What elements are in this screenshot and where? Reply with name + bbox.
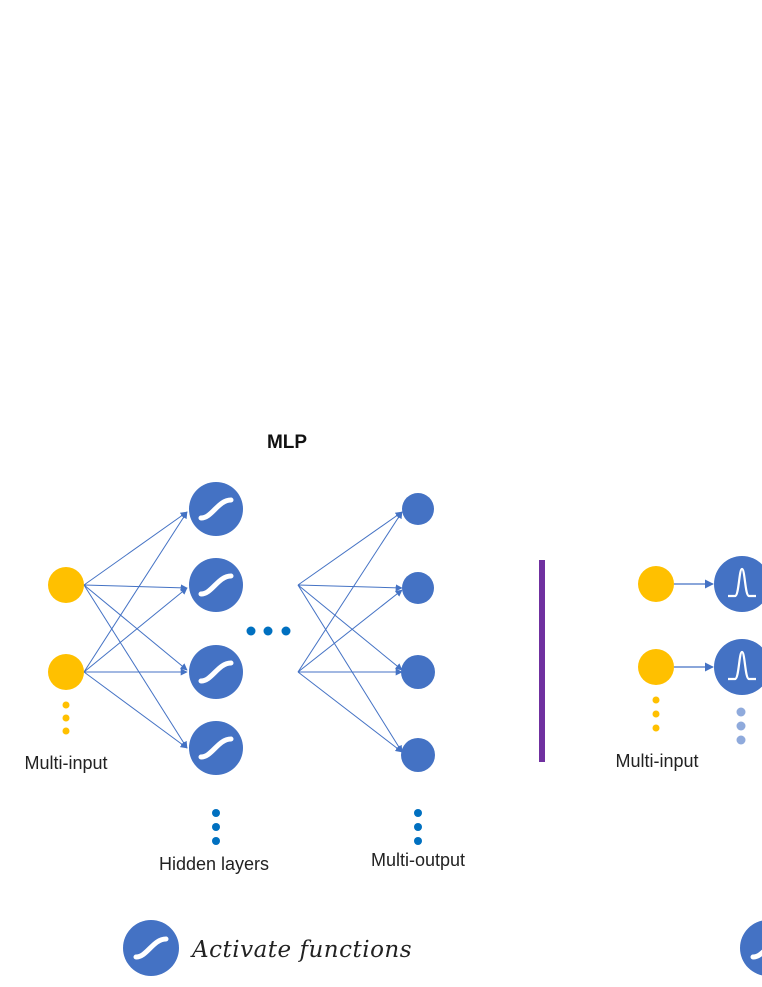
hidden-ellipsis-dot — [212, 823, 220, 831]
rbf-input-node — [638, 649, 674, 685]
rbf-input-label: Multi-input — [615, 751, 698, 771]
input-ellipsis-dot — [62, 727, 70, 735]
activate-functions-label: Activate functions — [190, 937, 412, 963]
mlp-edges-input-hidden — [83, 511, 188, 749]
rbf-hidden-node — [714, 556, 762, 612]
input-ellipsis-dot — [652, 696, 660, 704]
hidden-node — [189, 558, 243, 612]
mlp-hidden-layer — [189, 482, 243, 845]
legend-activate: Activate functions — [123, 920, 412, 976]
rbf-hidden-node — [714, 639, 762, 695]
hidden-ellipsis-dot — [212, 809, 220, 817]
output-ellipsis-dot — [414, 823, 422, 831]
mlp-output-label: Multi-output — [371, 850, 465, 870]
activate-function-icon — [123, 920, 179, 976]
output-ellipsis-dot — [414, 837, 422, 845]
mlp-edges-hidden-output — [297, 511, 403, 753]
mlp-title: MLP — [267, 432, 307, 453]
hidden-ellipsis-dot — [212, 837, 220, 845]
mlp-input-layer — [48, 567, 84, 735]
output-ellipsis-dot — [414, 809, 422, 817]
mlp-input-label: Multi-input — [24, 753, 107, 773]
hidden-ellipsis-dot — [736, 735, 746, 745]
mlp-output-node — [401, 655, 435, 689]
mlp-input-node — [48, 567, 84, 603]
legend-rbf-icon-partial — [740, 920, 762, 976]
mlp-output-node — [402, 572, 434, 604]
hidden-ellipsis-dot — [736, 721, 746, 731]
mlp-output-node — [401, 738, 435, 772]
mlp-output-node — [402, 493, 434, 525]
input-ellipsis-dot — [62, 701, 70, 709]
hidden-layers-label: Hidden layers — [159, 854, 269, 874]
hidden-node — [189, 482, 243, 536]
hidden-ellipsis-dot — [736, 707, 746, 717]
section-divider — [539, 560, 545, 762]
layers-ellipsis — [246, 626, 291, 636]
rbf-input-node — [638, 566, 674, 602]
mlp-output-layer — [401, 493, 435, 845]
hidden-node — [189, 721, 243, 775]
input-ellipsis-dot — [62, 714, 70, 722]
input-ellipsis-dot — [652, 724, 660, 732]
mlp-input-node — [48, 654, 84, 690]
rbf-network — [638, 556, 762, 745]
input-ellipsis-dot — [652, 710, 660, 718]
hidden-node — [189, 645, 243, 699]
